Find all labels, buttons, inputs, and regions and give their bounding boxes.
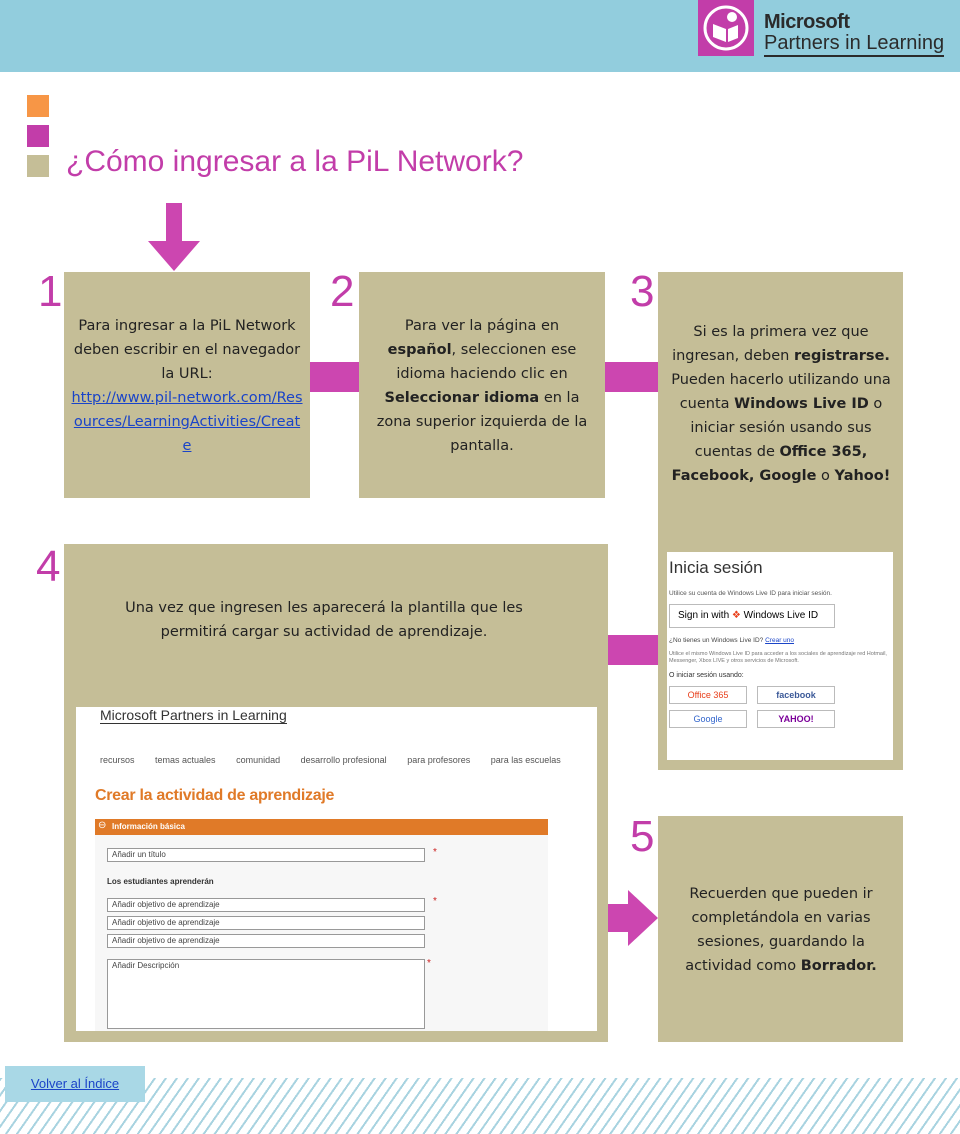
step-2-text: Para ver la página en español, seleccion… — [376, 318, 588, 454]
login-screenshot: Inicia sesión Utilice su cuenta de Windo… — [667, 552, 893, 760]
back-to-index-link[interactable]: Volver al Índice — [30, 1076, 120, 1091]
nav-comunidad[interactable]: comunidad — [236, 755, 281, 765]
facebook-button[interactable]: facebook — [757, 686, 835, 704]
step-1-text: Para ingresar a la PiL Network deben esc… — [73, 318, 301, 382]
nav-recursos[interactable]: recursos — [100, 755, 135, 765]
arrow-down-icon — [146, 203, 202, 278]
required-mark: * — [427, 958, 431, 969]
nav-escuelas[interactable]: para las escuelas — [490, 755, 561, 765]
footer-pattern — [0, 1078, 960, 1134]
or-signin-label: O iniciar sesión usando: — [669, 672, 744, 679]
no-account-text: ¿No tienes un Windows Live ID? Crear uno — [669, 637, 795, 644]
objective-input-1[interactable]: Añadir objetivo de aprendizaje — [107, 898, 425, 912]
header-bar — [0, 0, 960, 72]
step-2-box: Para ver la página en español, seleccion… — [359, 272, 605, 498]
objective-input-2[interactable]: Añadir objetivo de aprendizaje — [107, 916, 425, 930]
windows-flag-icon: ❖ — [731, 610, 741, 621]
step-1-box: Para ingresar a la PiL Network deben esc… — [64, 272, 310, 498]
form-page-title: Crear la actividad de aprendizaje — [95, 787, 335, 804]
create-account-link[interactable]: Crear uno — [765, 637, 795, 644]
pil-url-link[interactable]: http://www.pil-network.com/Resources/Lea… — [71, 390, 303, 454]
google-button[interactable]: Google — [669, 710, 747, 728]
collapse-icon[interactable]: ⊖ — [98, 820, 107, 831]
nav-profesores[interactable]: para profesores — [407, 755, 471, 765]
nav-temas[interactable]: temas actuales — [155, 755, 216, 765]
form-nav: recursos temas actuales comunidad desarr… — [100, 755, 597, 765]
page-title: ¿Cómo ingresar a la PiL Network? — [66, 145, 524, 178]
learn-label: Los estudiantes aprenderán — [107, 877, 214, 886]
office365-button[interactable]: Office 365 — [669, 686, 747, 704]
step-3-text: Si es la primera vez que ingresan, deben… — [671, 324, 891, 484]
step-5-box: Recuerden que pueden ir completándola en… — [658, 816, 903, 1042]
section-header[interactable]: ⊖ Información básica — [95, 819, 548, 835]
step-4-box: Una vez que ingresen les aparecerá la pl… — [64, 544, 608, 1042]
required-mark: * — [433, 847, 437, 858]
connector-2-3 — [605, 362, 658, 392]
nav-desarrollo[interactable]: desarrollo profesional — [300, 755, 387, 765]
logo-line2: Partners in Learning — [764, 33, 945, 57]
logo-line1: Microsoft — [764, 11, 850, 33]
section-title: Información básica — [112, 822, 185, 831]
objective-input-3[interactable]: Añadir objetivo de aprendizaje — [107, 934, 425, 948]
step-number-3: 3 — [630, 267, 655, 316]
step-3-box: Si es la primera vez que ingresan, deben… — [658, 272, 903, 770]
required-mark: * — [433, 896, 437, 907]
arrow-right-icon — [606, 890, 658, 951]
step-number-1: 1 — [38, 267, 63, 316]
reader-icon — [698, 0, 754, 56]
windows-live-signin-button[interactable]: Sign in with ❖ Windows Live ID — [669, 604, 835, 628]
accent-square-orange — [27, 95, 49, 117]
step-number-5: 5 — [630, 812, 655, 861]
form-brand: Microsoft Partners in Learning — [100, 707, 287, 724]
login-subtitle: Utilice su cuenta de Windows Live ID par… — [669, 590, 832, 597]
connector-3-4 — [608, 635, 658, 665]
description-textarea[interactable]: Añadir Descripción — [107, 959, 425, 1029]
back-to-index: Volver al Índice — [5, 1066, 145, 1102]
step-4-text: Una vez que ingresen les aparecerá la pl… — [125, 600, 523, 640]
form-screenshot: Microsoft Partners in Learning recursos … — [76, 707, 597, 1031]
title-input[interactable]: Añadir un título — [107, 848, 425, 862]
connector-1-2 — [310, 362, 360, 392]
step-number-2: 2 — [330, 267, 355, 316]
login-note: Utilice el mismo Windows Live ID para ac… — [669, 651, 887, 664]
step-number-4: 4 — [36, 542, 61, 591]
login-title: Inicia sesión — [669, 558, 763, 577]
step-5-text: Recuerden que pueden ir completándola en… — [685, 886, 877, 974]
brand-logo: Microsoft Partners in Learning — [764, 11, 945, 57]
accent-square-magenta — [27, 125, 49, 147]
yahoo-button[interactable]: YAHOO! — [757, 710, 835, 728]
accent-square-khaki — [27, 155, 49, 177]
